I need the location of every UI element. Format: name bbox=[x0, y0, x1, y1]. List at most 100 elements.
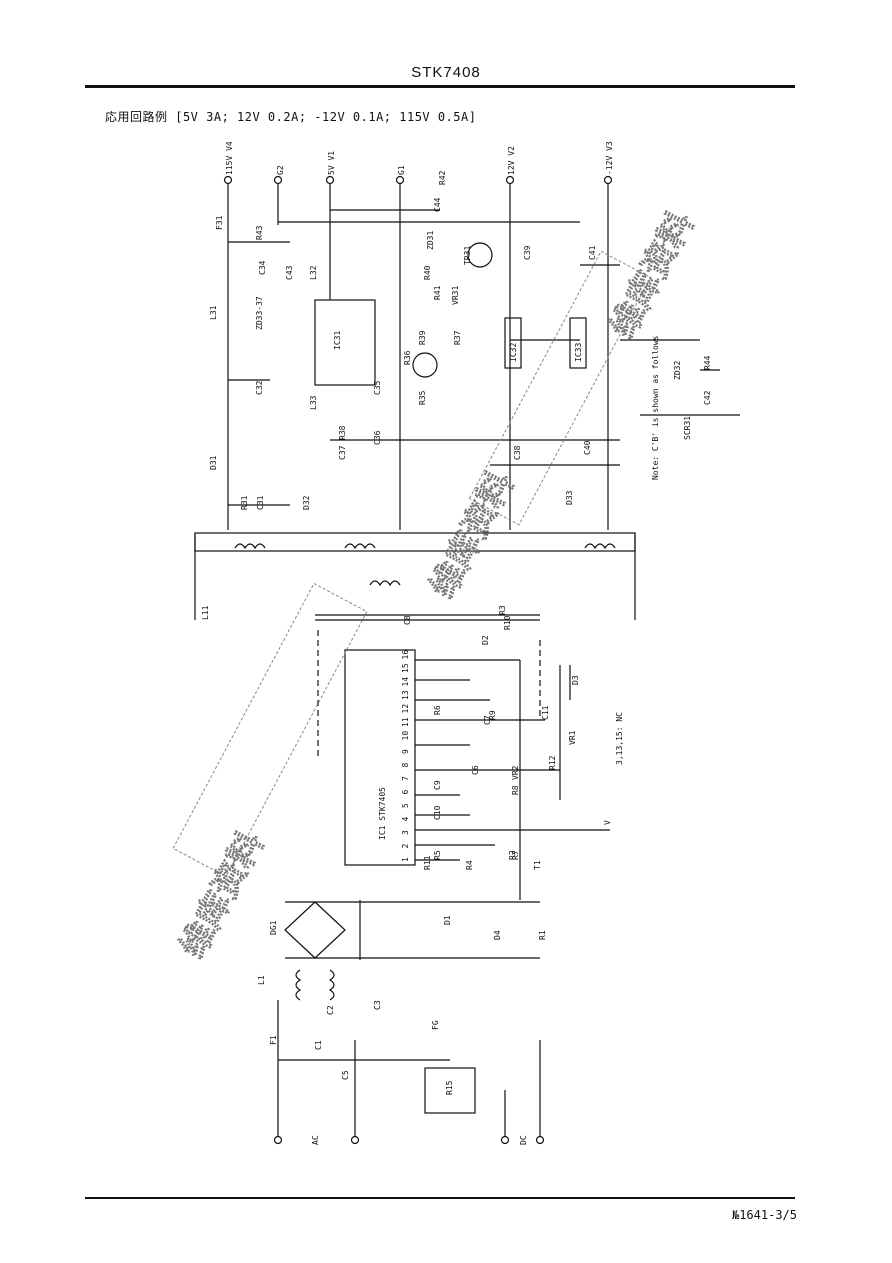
part-label-c5: C5 bbox=[341, 1070, 350, 1080]
part-label-r2: R2 bbox=[508, 850, 517, 860]
label-ic1: IC1 STK7405 bbox=[378, 787, 387, 840]
part-label-vr1: VR1 bbox=[568, 730, 577, 745]
part-label-scr31: SCR31 bbox=[683, 416, 692, 440]
part-label-r15: R15 bbox=[445, 1080, 454, 1095]
part-label-r1: R1 bbox=[538, 930, 547, 940]
part-label-d3: D3 bbox=[571, 675, 580, 685]
ic1-pin-12: 12 bbox=[401, 704, 410, 714]
part-label-d33: D33 bbox=[565, 490, 574, 505]
footer-rule bbox=[85, 1197, 795, 1199]
part-label-r8: R8 bbox=[511, 785, 520, 795]
label-g1: G1 bbox=[397, 165, 406, 175]
part-label-r39: R39 bbox=[418, 330, 427, 345]
part-label-r3: R3 bbox=[498, 605, 507, 615]
ic1-pin-14: 14 bbox=[401, 677, 410, 687]
part-label-r5: R5 bbox=[433, 850, 442, 860]
ic1-pin-3: 3 bbox=[401, 830, 410, 835]
label-ac: AC bbox=[311, 1135, 320, 1145]
part-label-c10: C10 bbox=[433, 805, 442, 820]
ic1-pin-6: 6 bbox=[401, 790, 410, 795]
part-label-r44: R44 bbox=[703, 355, 712, 370]
part-label-tr31: TR31 bbox=[463, 246, 472, 265]
part-label-r7: R7 bbox=[511, 850, 520, 860]
label-12v: 12V V2 bbox=[507, 146, 516, 175]
label-g2: G2 bbox=[276, 165, 285, 175]
part-label-r41: R41 bbox=[433, 285, 442, 300]
part-label-r31: R31 bbox=[240, 495, 249, 510]
ic1-pin-9: 9 bbox=[401, 749, 410, 754]
ic1-pin-7: 7 bbox=[401, 776, 410, 781]
ic1-pin-11: 11 bbox=[401, 717, 410, 727]
part-label-zd33-37: ZD33-37 bbox=[255, 296, 264, 330]
part-label-c9: C9 bbox=[433, 780, 442, 790]
part-label-f31: F31 bbox=[215, 215, 224, 230]
ic1-pin-4: 4 bbox=[401, 817, 410, 822]
label-v: V bbox=[603, 820, 612, 825]
part-label-r10: R10 bbox=[503, 615, 512, 630]
part-label-c41: C41 bbox=[588, 245, 597, 260]
part-label-vr2: VR2 bbox=[511, 765, 520, 780]
part-label-c32: C32 bbox=[255, 380, 264, 395]
ic1-pin-16: 16 bbox=[401, 650, 410, 660]
label-neg12v: -12V V3 bbox=[605, 141, 614, 175]
part-label-r40: R40 bbox=[423, 265, 432, 280]
ic1-pin-2: 2 bbox=[401, 844, 410, 849]
ic1-pin-8: 8 bbox=[401, 763, 410, 768]
part-label-vr31: VR31 bbox=[451, 286, 460, 305]
part-label-c3: C3 bbox=[373, 1000, 382, 1010]
part-label-c8: C8 bbox=[403, 615, 412, 625]
part-label-c39: C39 bbox=[523, 245, 532, 260]
header-rule bbox=[85, 85, 795, 88]
part-label-c43: C43 bbox=[285, 265, 294, 280]
part-label-c42: C42 bbox=[703, 390, 712, 405]
part-label-r42: R42 bbox=[438, 170, 447, 185]
ic1-pin-15: 15 bbox=[401, 663, 410, 673]
part-label-l11: L11 bbox=[201, 605, 210, 620]
watermark-text-3: 维库资料 bbox=[603, 205, 702, 344]
part-label-c11: C11 bbox=[541, 705, 550, 720]
part-label-zd32: ZD32 bbox=[673, 361, 682, 380]
part-label-d2: D2 bbox=[481, 635, 490, 645]
page-number: №1641-3/5 bbox=[731, 1208, 797, 1222]
part-label-f1: F1 bbox=[269, 1035, 278, 1045]
part-label-r36: R36 bbox=[403, 350, 412, 365]
label-ic32: IC32 bbox=[509, 343, 518, 362]
part-label-r6: R6 bbox=[433, 705, 442, 715]
label-ic31: IC31 bbox=[333, 331, 342, 350]
part-label-c38: C38 bbox=[513, 445, 522, 460]
part-label-c7: C7 bbox=[483, 715, 492, 725]
part-label-zd31: ZD31 bbox=[426, 231, 435, 250]
watermark-text-1: 维库资料 bbox=[173, 825, 272, 964]
application-circuit-subtitle: 応用回路例 [5V 3A; 12V 0.2A; -12V 0.1A; 115V … bbox=[105, 110, 477, 124]
part-label-c36: C36 bbox=[373, 430, 382, 445]
ic1-pin-13: 13 bbox=[401, 690, 410, 700]
part-label-r35: R35 bbox=[418, 390, 427, 405]
part-label-c31: C31 bbox=[256, 495, 265, 510]
part-label-c40: C40 bbox=[583, 440, 592, 455]
part-label-c6: C6 bbox=[471, 765, 480, 775]
part-label-d32: D32 bbox=[302, 495, 311, 510]
part-label-r38: R38 bbox=[338, 425, 347, 440]
part-label-c34: C34 bbox=[258, 260, 267, 275]
ic1-pin-1: 1 bbox=[401, 857, 410, 862]
label-note: Note: C'B' is shown as follows bbox=[651, 335, 660, 480]
part-label-l32: L32 bbox=[309, 265, 318, 280]
label-dc: DC bbox=[519, 1135, 528, 1145]
part-label-d4: D4 bbox=[493, 930, 502, 940]
part-label-c37: C37 bbox=[338, 445, 347, 460]
part-label-r43: R43 bbox=[255, 225, 264, 240]
part-label-d1: D1 bbox=[443, 915, 452, 925]
label-5v: 5V V1 bbox=[327, 151, 336, 175]
part-label-dg1: DG1 bbox=[269, 920, 278, 935]
part-label-c35: C35 bbox=[373, 380, 382, 395]
part-label-l33: L33 bbox=[309, 395, 318, 410]
watermark-text-2: 维库资料 bbox=[423, 465, 522, 604]
part-label-fg: FG bbox=[431, 1020, 440, 1030]
ic1-pin-10: 10 bbox=[401, 731, 410, 741]
part-label-r11: R11 bbox=[423, 855, 432, 870]
part-label-r4: R4 bbox=[465, 860, 474, 870]
ic1-pin-5: 5 bbox=[401, 803, 410, 808]
part-label-c1: C1 bbox=[314, 1040, 323, 1050]
label-nc-note: 3,13,15: NC bbox=[615, 712, 624, 765]
